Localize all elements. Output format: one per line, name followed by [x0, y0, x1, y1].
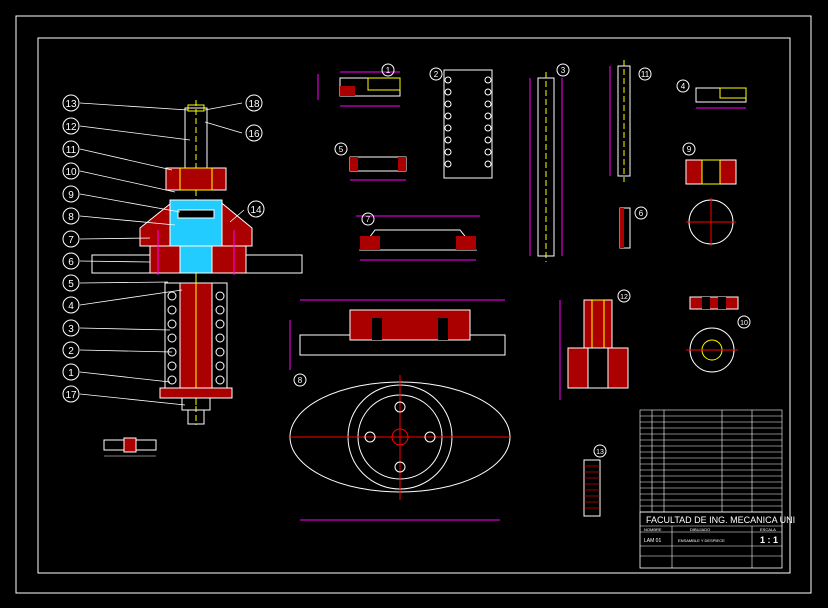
balloon-2: 2 — [62, 341, 80, 359]
balloon-16: 16 — [245, 124, 263, 142]
svg-text:3: 3 — [68, 324, 74, 335]
svg-text:4: 4 — [681, 82, 686, 91]
svg-text:3: 3 — [561, 66, 566, 75]
balloon-8: 8 — [62, 207, 80, 225]
svg-text:12: 12 — [65, 122, 77, 133]
svg-text:4: 4 — [68, 301, 74, 312]
svg-text:2: 2 — [68, 346, 74, 357]
title-header-right: ESCALA — [760, 527, 776, 532]
title-drawing-name: ENSAMBLE Y DESPIECE — [678, 538, 725, 543]
detail-part-3-rod: 3 — [529, 63, 570, 262]
svg-text:1: 1 — [68, 368, 74, 379]
title-header-mid: DIBUJADO — [690, 527, 710, 532]
svg-text:9: 9 — [687, 145, 692, 154]
svg-text:6: 6 — [68, 257, 74, 268]
detail-part-10: 10 — [686, 296, 751, 373]
svg-text:5: 5 — [339, 145, 344, 154]
detail-part-11: 11 — [609, 60, 652, 182]
detail-part-6: 6 — [619, 206, 648, 249]
svg-text:11: 11 — [641, 70, 650, 79]
detail-part-1: 1 — [317, 63, 401, 107]
svg-text:10: 10 — [740, 320, 748, 327]
outer-frame — [15, 15, 812, 594]
balloon-5: 5 — [62, 274, 80, 292]
small-detail-left — [103, 437, 157, 457]
balloon-3: 3 — [62, 319, 80, 337]
detail-part-12: 12 — [559, 289, 631, 400]
detail-part-5: 5 — [334, 142, 407, 181]
balloon-12: 12 — [62, 117, 80, 135]
balloon-4: 4 — [62, 296, 80, 314]
svg-text:18: 18 — [248, 99, 260, 110]
svg-text:14: 14 — [250, 205, 262, 216]
svg-text:13: 13 — [65, 99, 77, 110]
svg-text:11: 11 — [66, 145, 77, 156]
svg-text:12: 12 — [620, 294, 628, 301]
assembly-section-view — [91, 100, 303, 425]
detail-part-2-spring: 2 — [429, 67, 493, 179]
title-sheet-code: LAM 01 — [644, 538, 661, 544]
balloon-set-right: 18 16 14 — [245, 94, 265, 218]
svg-text:7: 7 — [366, 215, 371, 224]
balloon-13: 13 — [62, 94, 80, 112]
detail-part-9: 9 — [682, 142, 737, 246]
svg-text:6: 6 — [639, 209, 644, 218]
balloon-1: 1 — [62, 363, 80, 381]
balloon-14: 14 — [247, 200, 265, 218]
detail-part-7: 7 — [356, 212, 480, 261]
svg-text:17: 17 — [65, 390, 77, 401]
svg-text:8: 8 — [68, 212, 74, 223]
balloon-9: 9 — [62, 185, 80, 203]
detail-part-13: 13 — [583, 444, 607, 517]
title-header-left: NOMBRE — [644, 527, 662, 532]
svg-text:10: 10 — [65, 167, 77, 178]
inner-frame — [37, 37, 791, 574]
balloon-18: 18 — [245, 94, 263, 112]
svg-text:7: 7 — [68, 235, 74, 246]
svg-text:16: 16 — [248, 129, 260, 140]
svg-text:13: 13 — [596, 449, 604, 456]
svg-text:9: 9 — [68, 190, 74, 201]
assembly-leaders — [79, 102, 245, 406]
svg-text:2: 2 — [434, 70, 439, 79]
svg-text:5: 5 — [68, 279, 74, 290]
svg-text:8: 8 — [298, 376, 303, 385]
detail-part-4: 4 — [676, 79, 747, 109]
detail-part-8-base: 8 — [289, 299, 511, 521]
balloon-set-left: 13 12 11 10 9 8 7 6 5 4 3 2 1 17 — [62, 94, 80, 403]
title-faculty: FACULTAD DE ING. MECANICA UNI — [646, 515, 795, 525]
balloon-6: 6 — [62, 252, 80, 270]
title-scale: 1 : 1 — [760, 535, 778, 545]
title-block: FACULTAD DE ING. MECANICA UNI NOMBRE DIB… — [639, 511, 795, 569]
balloon-11: 11 — [62, 140, 80, 158]
svg-text:1: 1 — [386, 66, 391, 75]
balloon-17: 17 — [62, 385, 80, 403]
balloon-7: 7 — [62, 230, 80, 248]
parts-list-table — [639, 409, 783, 513]
balloon-10: 10 — [62, 162, 80, 180]
